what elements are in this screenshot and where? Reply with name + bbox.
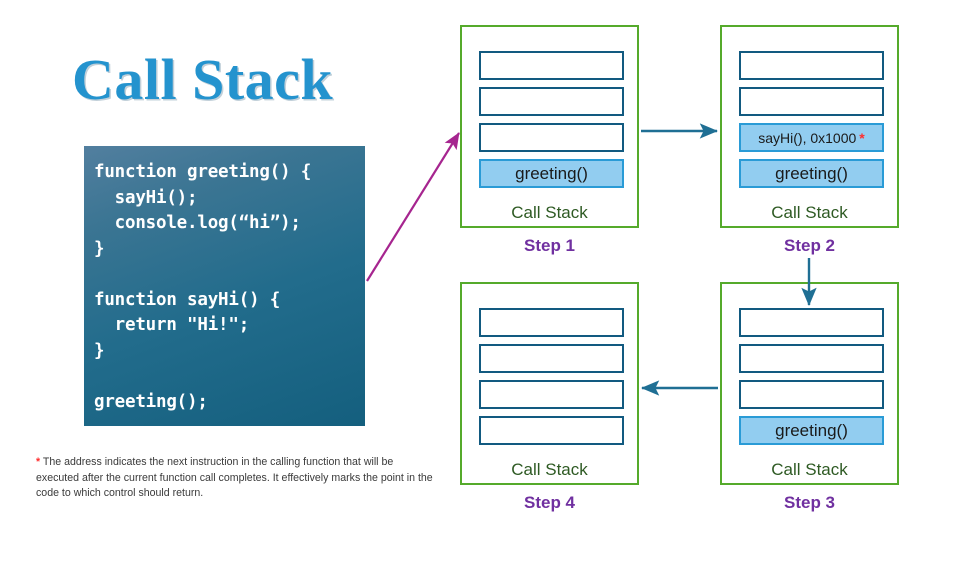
stack-slot [479,380,624,409]
stack-slot [739,344,884,373]
stack-slot-label: greeting() [515,163,588,183]
step-label-2: Step 2 [783,236,836,255]
step-label-1: Step 1 [523,236,576,255]
stack-slot [739,87,884,116]
stack-slot [479,308,624,337]
stack-slot-active: greeting() [739,416,884,445]
stack-slot-active: greeting() [739,159,884,188]
stack-box-step-4: Call Stack [460,282,639,485]
stack-slot [479,123,624,152]
stack-slot [479,51,624,80]
stack-box-step-3: greeting() Call Stack [720,282,899,485]
code-to-step1-arrow [366,132,460,282]
stack-caption: Call Stack [771,460,848,479]
stack-slot-active-return-address: sayHi(), 0x1000* [739,123,884,152]
return-address-asterisk-icon: * [859,129,865,146]
stack-slot-active: greeting() [479,159,624,188]
stack-slot-label: greeting() [775,420,848,440]
code-block: function greeting() { sayHi(); console.l… [94,162,312,412]
stack-caption: Call Stack [771,203,848,222]
stack-slot-label: greeting() [775,163,848,183]
footnote: * The address indicates the next instruc… [36,455,436,502]
footnote-text: The address indicates the next instructi… [36,456,433,499]
step-label-3: Step 3 [783,493,836,512]
stack-slot [739,308,884,337]
stack-caption: Call Stack [511,460,588,479]
page-title: Call Stack [72,47,334,112]
stack-slot-label: sayHi(), 0x1000 [758,129,857,146]
stack-box-step-2: sayHi(), 0x1000* greeting() Call Stack [720,25,899,228]
step-label-4: Step 4 [523,493,576,512]
stack-slot [479,416,624,445]
stack-slot [479,344,624,373]
stack-slot [739,51,884,80]
code-snippet-panel: function greeting() { sayHi(); console.l… [84,146,365,426]
stack-caption: Call Stack [511,203,588,222]
stack-slot [739,380,884,409]
footnote-asterisk-icon: * [36,456,41,468]
stack-slot [479,87,624,116]
stack-box-step-1: greeting() Call Stack [460,25,639,228]
